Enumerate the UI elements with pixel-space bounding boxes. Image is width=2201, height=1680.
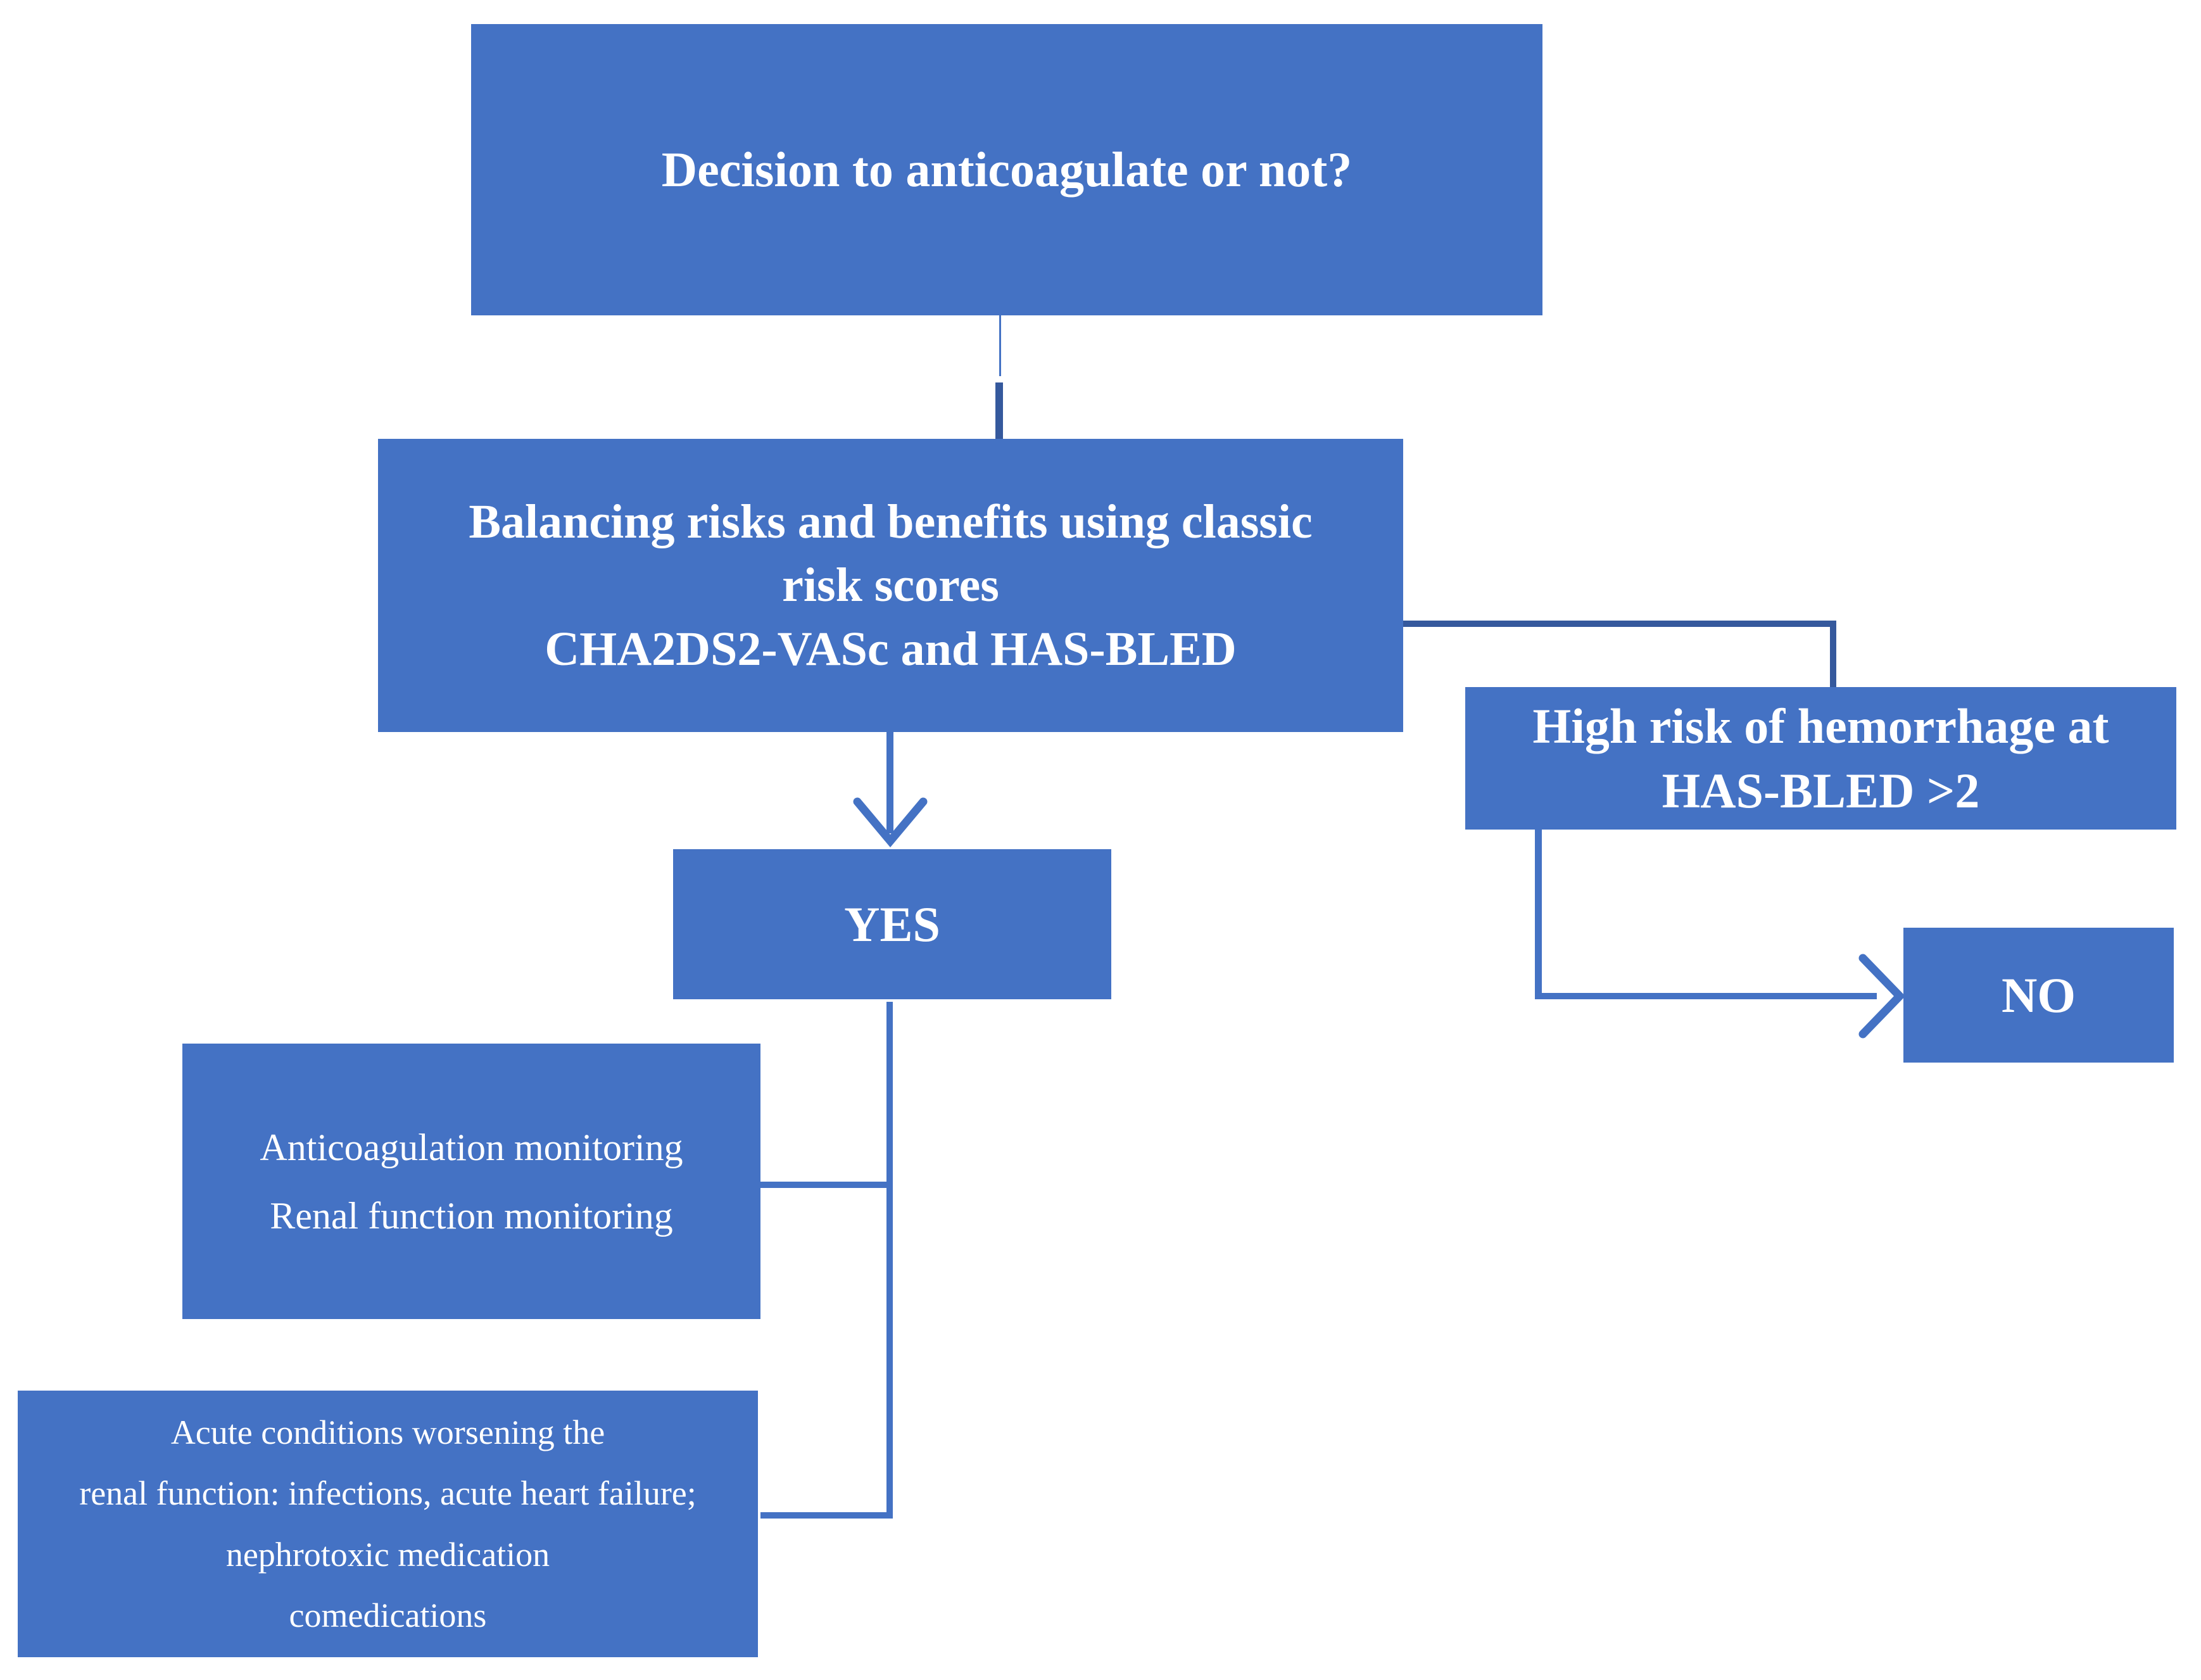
arrow-down-icon (853, 797, 928, 847)
arrow-right-icon (1858, 954, 1905, 1039)
acute-conditions-box: Acute conditions worsening the renal fun… (18, 1391, 758, 1657)
decision-box: Decision to anticoagulate or not? (471, 24, 1542, 315)
yes-text: YES (844, 896, 940, 952)
connector-monitoring-horizontal (760, 1182, 886, 1188)
connector-highrisk-no-vertical (1535, 830, 1542, 999)
acute-text-line4: comedications (289, 1596, 487, 1634)
balancing-text-line2: risk scores (782, 559, 999, 612)
acute-text-line2: renal function: infections, acute heart … (79, 1474, 697, 1513)
arrow-balancing-yes-shaft (886, 732, 893, 833)
no-text: NO (2002, 967, 2076, 1023)
connector-balancing-highrisk-horizontal (1403, 621, 1836, 627)
high-risk-text-line1: High risk of hemorrhage at (1532, 698, 2109, 754)
connector-decision-thin (999, 315, 1001, 376)
monitoring-box: Anticoagulation monitoring Renal functio… (182, 1044, 760, 1319)
decision-text: Decision to anticoagulate or not? (661, 142, 1353, 198)
connector-acute-horizontal (760, 1512, 893, 1519)
connector-yes-down (886, 1002, 893, 1519)
connector-highrisk-no-horizontal (1535, 993, 1877, 999)
balancing-box: Balancing risks and benefits using class… (378, 439, 1403, 732)
acute-text-line3: nephrotoxic medication (225, 1535, 550, 1574)
high-risk-box: High risk of hemorrhage at HAS-BLED >2 (1465, 687, 2176, 830)
balancing-text-line3: CHA2DS2-VASc and HAS-BLED (545, 622, 1237, 676)
no-box: NO (1903, 928, 2174, 1063)
connector-decision-stub (995, 382, 1003, 439)
acute-text-line1: Acute conditions worsening the (170, 1413, 605, 1452)
yes-box: YES (673, 849, 1111, 999)
monitoring-text-line1: Anticoagulation monitoring (260, 1126, 683, 1168)
high-risk-text-line2: HAS-BLED >2 (1662, 762, 1980, 818)
connector-balancing-highrisk-vertical (1830, 621, 1836, 687)
balancing-text-line1: Balancing risks and benefits using class… (469, 495, 1313, 549)
monitoring-text-line2: Renal function monitoring (270, 1194, 673, 1237)
